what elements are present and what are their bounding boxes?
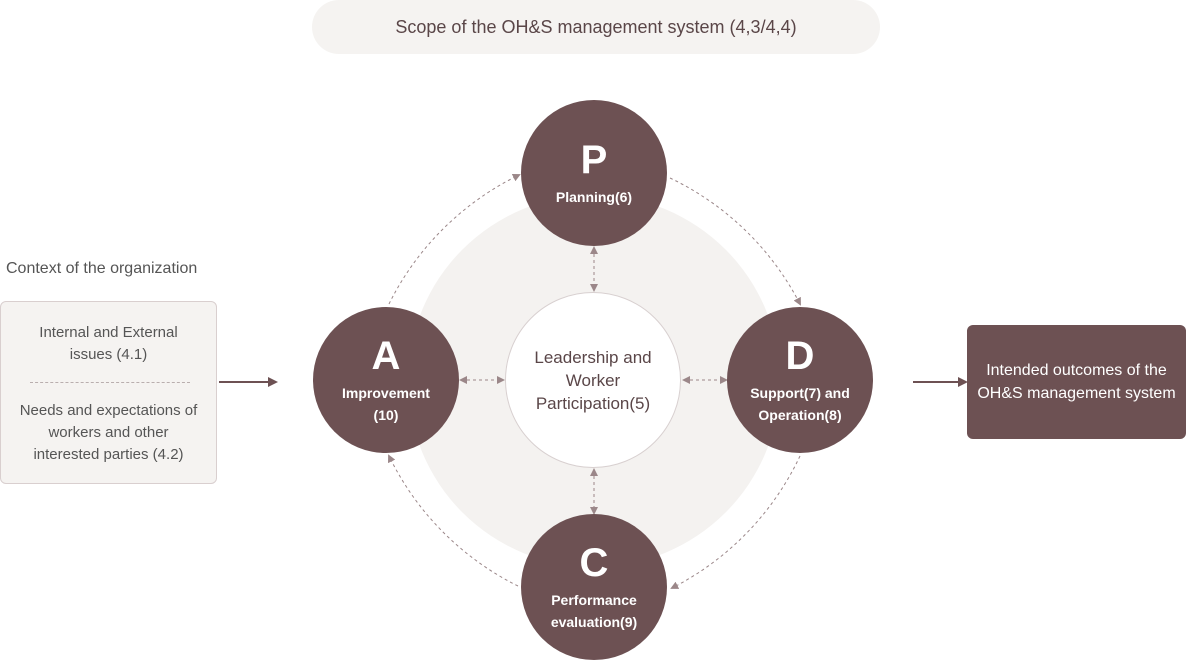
node-act-label: Improvement (10) bbox=[342, 385, 430, 423]
context-item-issues: Internal and External issues (4.1) bbox=[39, 324, 178, 363]
node-act-letter: A bbox=[371, 334, 401, 378]
node-center-leadership: Leadership and Worker Participation(5) bbox=[505, 292, 681, 468]
context-box: Internal and External issues (4.1) Needs… bbox=[0, 301, 217, 484]
node-check-letter: C bbox=[579, 541, 609, 585]
context-divider bbox=[30, 382, 190, 383]
node-do-letter: D bbox=[785, 334, 815, 378]
node-do-label: Support(7) and Operation(8) bbox=[750, 385, 850, 423]
node-check: C Performance evaluation(9) bbox=[521, 514, 667, 660]
node-act: A Improvement (10) bbox=[313, 307, 459, 453]
node-plan-letter: P bbox=[580, 138, 608, 182]
arc-check-to-act bbox=[388, 454, 519, 587]
arc-act-to-plan bbox=[388, 174, 521, 305]
node-plan: P Planning(6) bbox=[521, 100, 667, 246]
node-do: D Support(7) and Operation(8) bbox=[727, 307, 873, 453]
center-label: Leadership and Worker Participation(5) bbox=[534, 347, 652, 413]
arc-do-to-check bbox=[670, 455, 801, 589]
arc-plan-to-do bbox=[669, 177, 801, 306]
node-check-label: Performance evaluation(9) bbox=[550, 592, 638, 630]
node-plan-label: Planning(6) bbox=[555, 189, 633, 205]
scope-banner: Scope of the OH&S management system (4,3… bbox=[312, 0, 880, 54]
context-title: Context of the organization bbox=[6, 260, 198, 277]
outcomes-label: Intended outcomes of the OH&S management… bbox=[977, 362, 1176, 402]
outcomes-box: Intended outcomes of the OH&S management… bbox=[967, 325, 1186, 439]
scope-label: Scope of the OH&S management system (4,3… bbox=[395, 16, 797, 37]
context-item-needs: Needs and expectations of workers and ot… bbox=[19, 402, 198, 463]
